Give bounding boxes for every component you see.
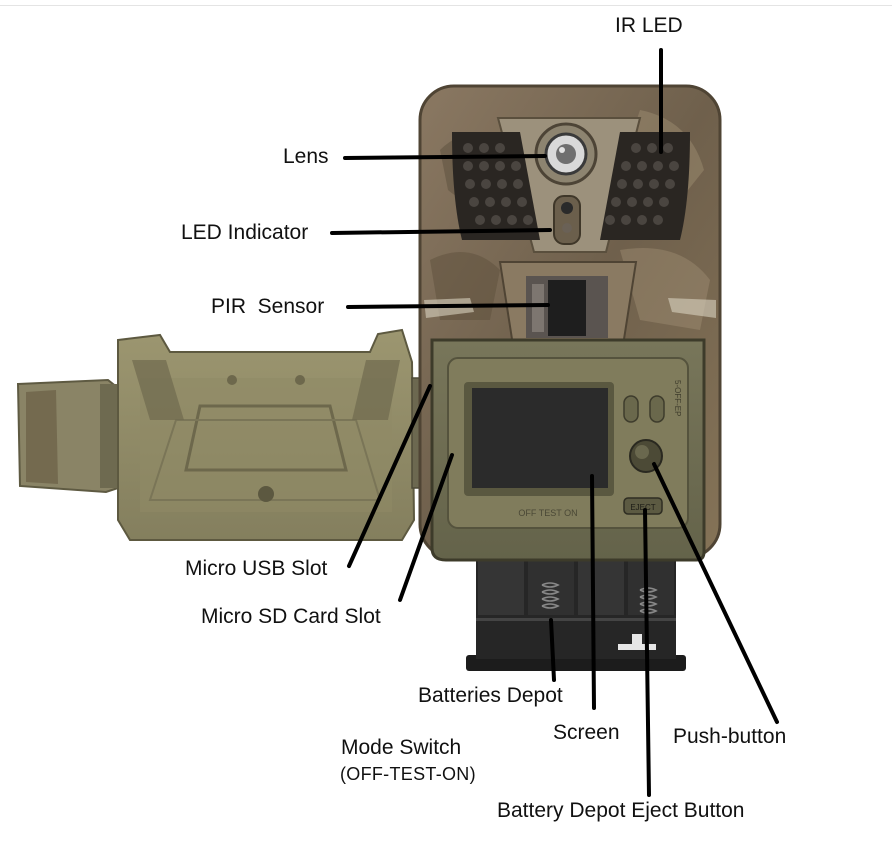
mode-switch-label: Mode Switch [341,736,462,759]
lens-label: Lens [283,145,329,168]
pir-sensor-leader [346,303,550,309]
mode-switch-marking: OFF TEST ON [518,508,577,518]
push-button-label: Push-button [673,725,787,748]
menu-button-left [623,395,639,423]
battery-springs [541,582,658,614]
leader-lines [330,48,779,797]
ir-led-label: IR LED [615,14,683,37]
batteries-depot-label: Batteries Depot [418,684,563,707]
screen-label: Screen [553,721,620,744]
push-button-leader [652,462,779,724]
screen [464,382,614,496]
menu-button-right [649,395,665,423]
ir-led-array-right [600,132,690,240]
top-divider [0,5,892,6]
micro-usb-leader [347,384,432,568]
eject-button [623,497,663,515]
micro-sd-leader [398,453,454,602]
led-indicator [553,195,581,245]
eject-button-leader [643,508,651,797]
led-indicator-label: LED Indicator [181,221,309,244]
front-cover [16,328,416,541]
battery-depot-eject-button-label: Battery Depot Eject Button [497,799,745,822]
ir-led-array-left [452,132,540,240]
micro-sd-card-slot-label: Micro SD Card Slot [201,605,381,628]
camera-body: OFF TEST ON 5-OFF-EP EJECT [418,84,722,562]
batteries-depot-leader [549,618,556,682]
lens [534,122,598,186]
lens-leader [343,154,547,160]
pir-sensor-label: PIR Sensor [211,295,325,318]
mode-switch-positions-label: (OFF-TEST-ON) [340,764,476,784]
led-indicator-leader [330,228,552,235]
eject-marking: EJECT [630,503,655,512]
screen-leader [590,474,596,710]
side-marking: 5-OFF-EP [673,380,682,416]
micro-usb-slot-label: Micro USB Slot [185,557,328,580]
